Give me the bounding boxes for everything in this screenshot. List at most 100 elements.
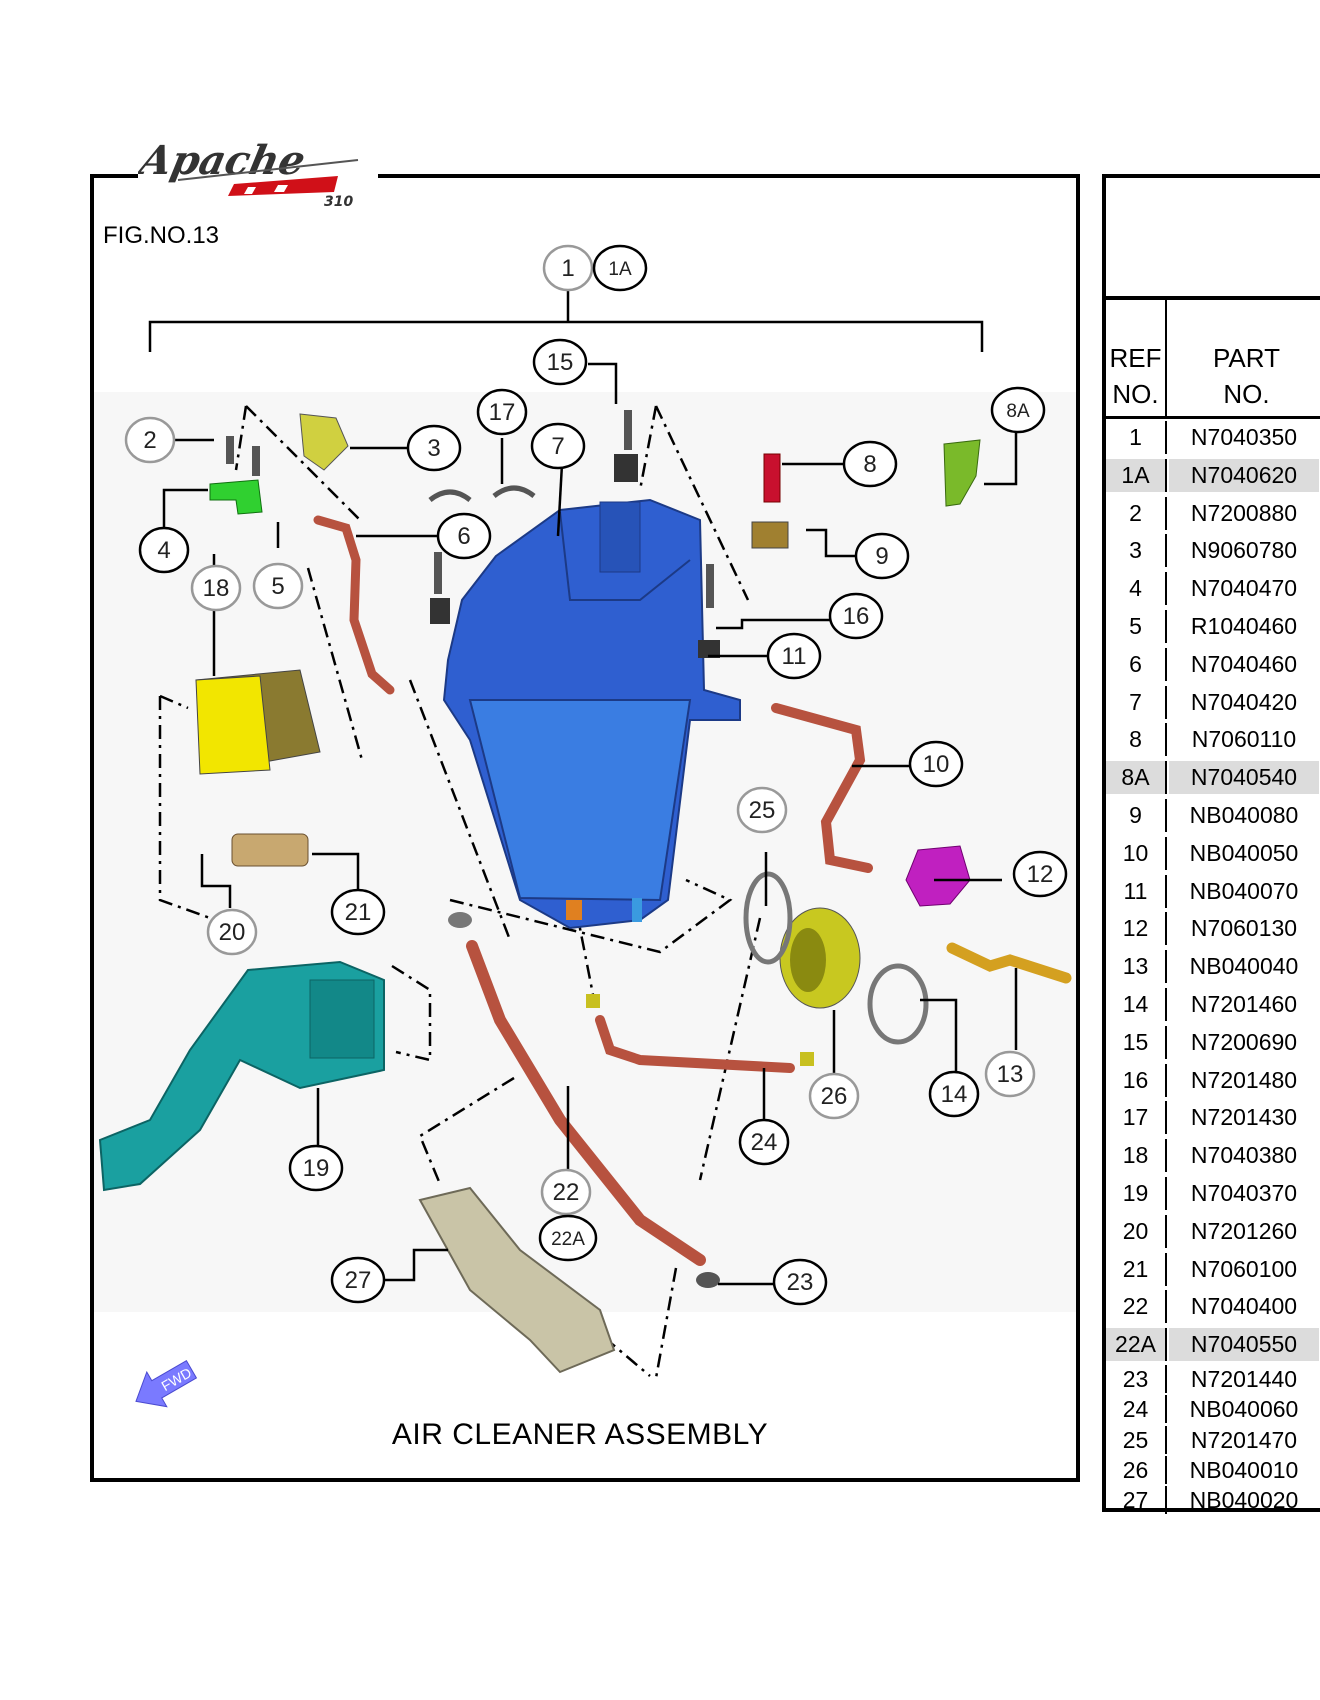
ref-no-cell: 6 (1106, 647, 1167, 681)
part-no-header: PART NO. (1213, 343, 1280, 409)
svg-text:310: 310 (324, 194, 353, 210)
ref-no-cell: 20 (1106, 1214, 1167, 1248)
part-no-cell: N7040470 (1190, 575, 1298, 602)
svg-text:14: 14 (941, 1081, 968, 1108)
ref-no-cell: 12 (1106, 912, 1167, 946)
svg-text:22: 22 (553, 1179, 580, 1206)
callout-12 (1012, 850, 1068, 898)
ref-no-cell: 16 (1106, 1063, 1167, 1097)
sensor-8 (763, 453, 781, 503)
callout-9 (854, 532, 910, 580)
ref-no-cell: 24 (1106, 1395, 1167, 1424)
part-no-cell: NB040010 (1189, 1457, 1299, 1484)
part-no-cell: N7201470 (1190, 1426, 1298, 1453)
ref-no-cell: 11 (1106, 874, 1167, 908)
part-no-cell: N7201460 (1190, 990, 1298, 1017)
callout-5 (252, 562, 304, 610)
svg-text:12: 12 (1027, 861, 1054, 888)
part-no-cell: NB040050 (1189, 839, 1299, 866)
svg-text:2: 2 (143, 427, 156, 454)
ref-no-cell: 18 (1106, 1139, 1167, 1173)
ref-no-cell: 4 (1106, 572, 1167, 606)
hose-24 (595, 1015, 795, 1073)
svg-text:24: 24 (751, 1129, 778, 1156)
part-no-cell: N7200690 (1190, 1028, 1298, 1055)
svg-text:8: 8 (863, 451, 876, 478)
callout-20 (206, 908, 258, 956)
hose-13 (946, 942, 1072, 984)
callout-10 (908, 740, 964, 788)
air-box-housing (442, 498, 741, 930)
ref-no-cell: 22 (1106, 1290, 1167, 1324)
svg-text:1: 1 (561, 255, 574, 282)
hose-22 (466, 940, 706, 1266)
ref-no-cell: 15 (1106, 1025, 1167, 1059)
svg-text:26: 26 (821, 1083, 848, 1110)
callout-24 (738, 1118, 790, 1166)
assembly-title: AIR CLEANER ASSEMBLY (391, 1418, 769, 1451)
callout-8A (990, 386, 1046, 434)
svg-text:7: 7 (551, 433, 564, 460)
part-no-cell: N7040550 (1169, 1328, 1319, 1362)
ref-no-cell: 22A (1106, 1328, 1167, 1362)
svg-text:16: 16 (843, 603, 870, 630)
callout-15 (532, 338, 588, 386)
callout-14 (928, 1070, 980, 1118)
clip-17 (428, 485, 536, 503)
part-no-cell: NB040080 (1189, 801, 1299, 828)
table-row: 15 N7200690 (1106, 1024, 1320, 1062)
valve-12 (905, 845, 971, 907)
callout-27 (330, 1256, 386, 1304)
fitting-4 (209, 479, 263, 515)
svg-text:10: 10 (923, 751, 950, 778)
svg-text:9: 9 (875, 543, 888, 570)
part-no-cell: NB040040 (1189, 953, 1299, 980)
svg-text:23: 23 (787, 1269, 814, 1296)
part-no-cell: N7040380 (1190, 1142, 1298, 1169)
ref-no-cell: 27 (1106, 1486, 1167, 1515)
svg-text:13: 13 (997, 1061, 1024, 1088)
diagram-frame (90, 174, 1080, 1482)
table-row: 9 NB040080 (1106, 797, 1320, 835)
callout-22A (538, 1214, 598, 1262)
ref-no-cell: 3 (1106, 534, 1167, 568)
svg-text:1A: 1A (608, 259, 632, 280)
callout-21 (330, 888, 386, 936)
callout-26 (808, 1072, 860, 1120)
part-no-cell: N9060780 (1190, 537, 1298, 564)
svg-text:19: 19 (303, 1155, 330, 1182)
svg-text:17: 17 (489, 399, 516, 426)
ref-no-cell: 7 (1106, 685, 1167, 719)
ref-no-cell: 1A (1106, 458, 1167, 492)
callout-18 (190, 564, 242, 612)
assembly-bracket (148, 320, 984, 352)
table-row: 14 N7201460 (1106, 986, 1320, 1024)
ref-no-cell: 5 (1106, 609, 1167, 643)
callout-16 (828, 592, 884, 640)
callout-3 (406, 424, 462, 472)
svg-text:20: 20 (219, 919, 246, 946)
figure-number: FIG.NO.13 (103, 222, 220, 249)
ref-no-header: REF NO. (1106, 300, 1167, 416)
part-no-cell: N7040620 (1169, 458, 1319, 492)
callout-13 (984, 1050, 1036, 1098)
ref-no-cell: 14 (1106, 987, 1167, 1021)
grommet-9 (751, 521, 789, 549)
svg-text:22A: 22A (551, 1229, 585, 1250)
svg-text:21: 21 (345, 899, 372, 926)
ref-no-cell: 9 (1106, 798, 1167, 832)
part-no-cell: N7201430 (1190, 1104, 1298, 1131)
